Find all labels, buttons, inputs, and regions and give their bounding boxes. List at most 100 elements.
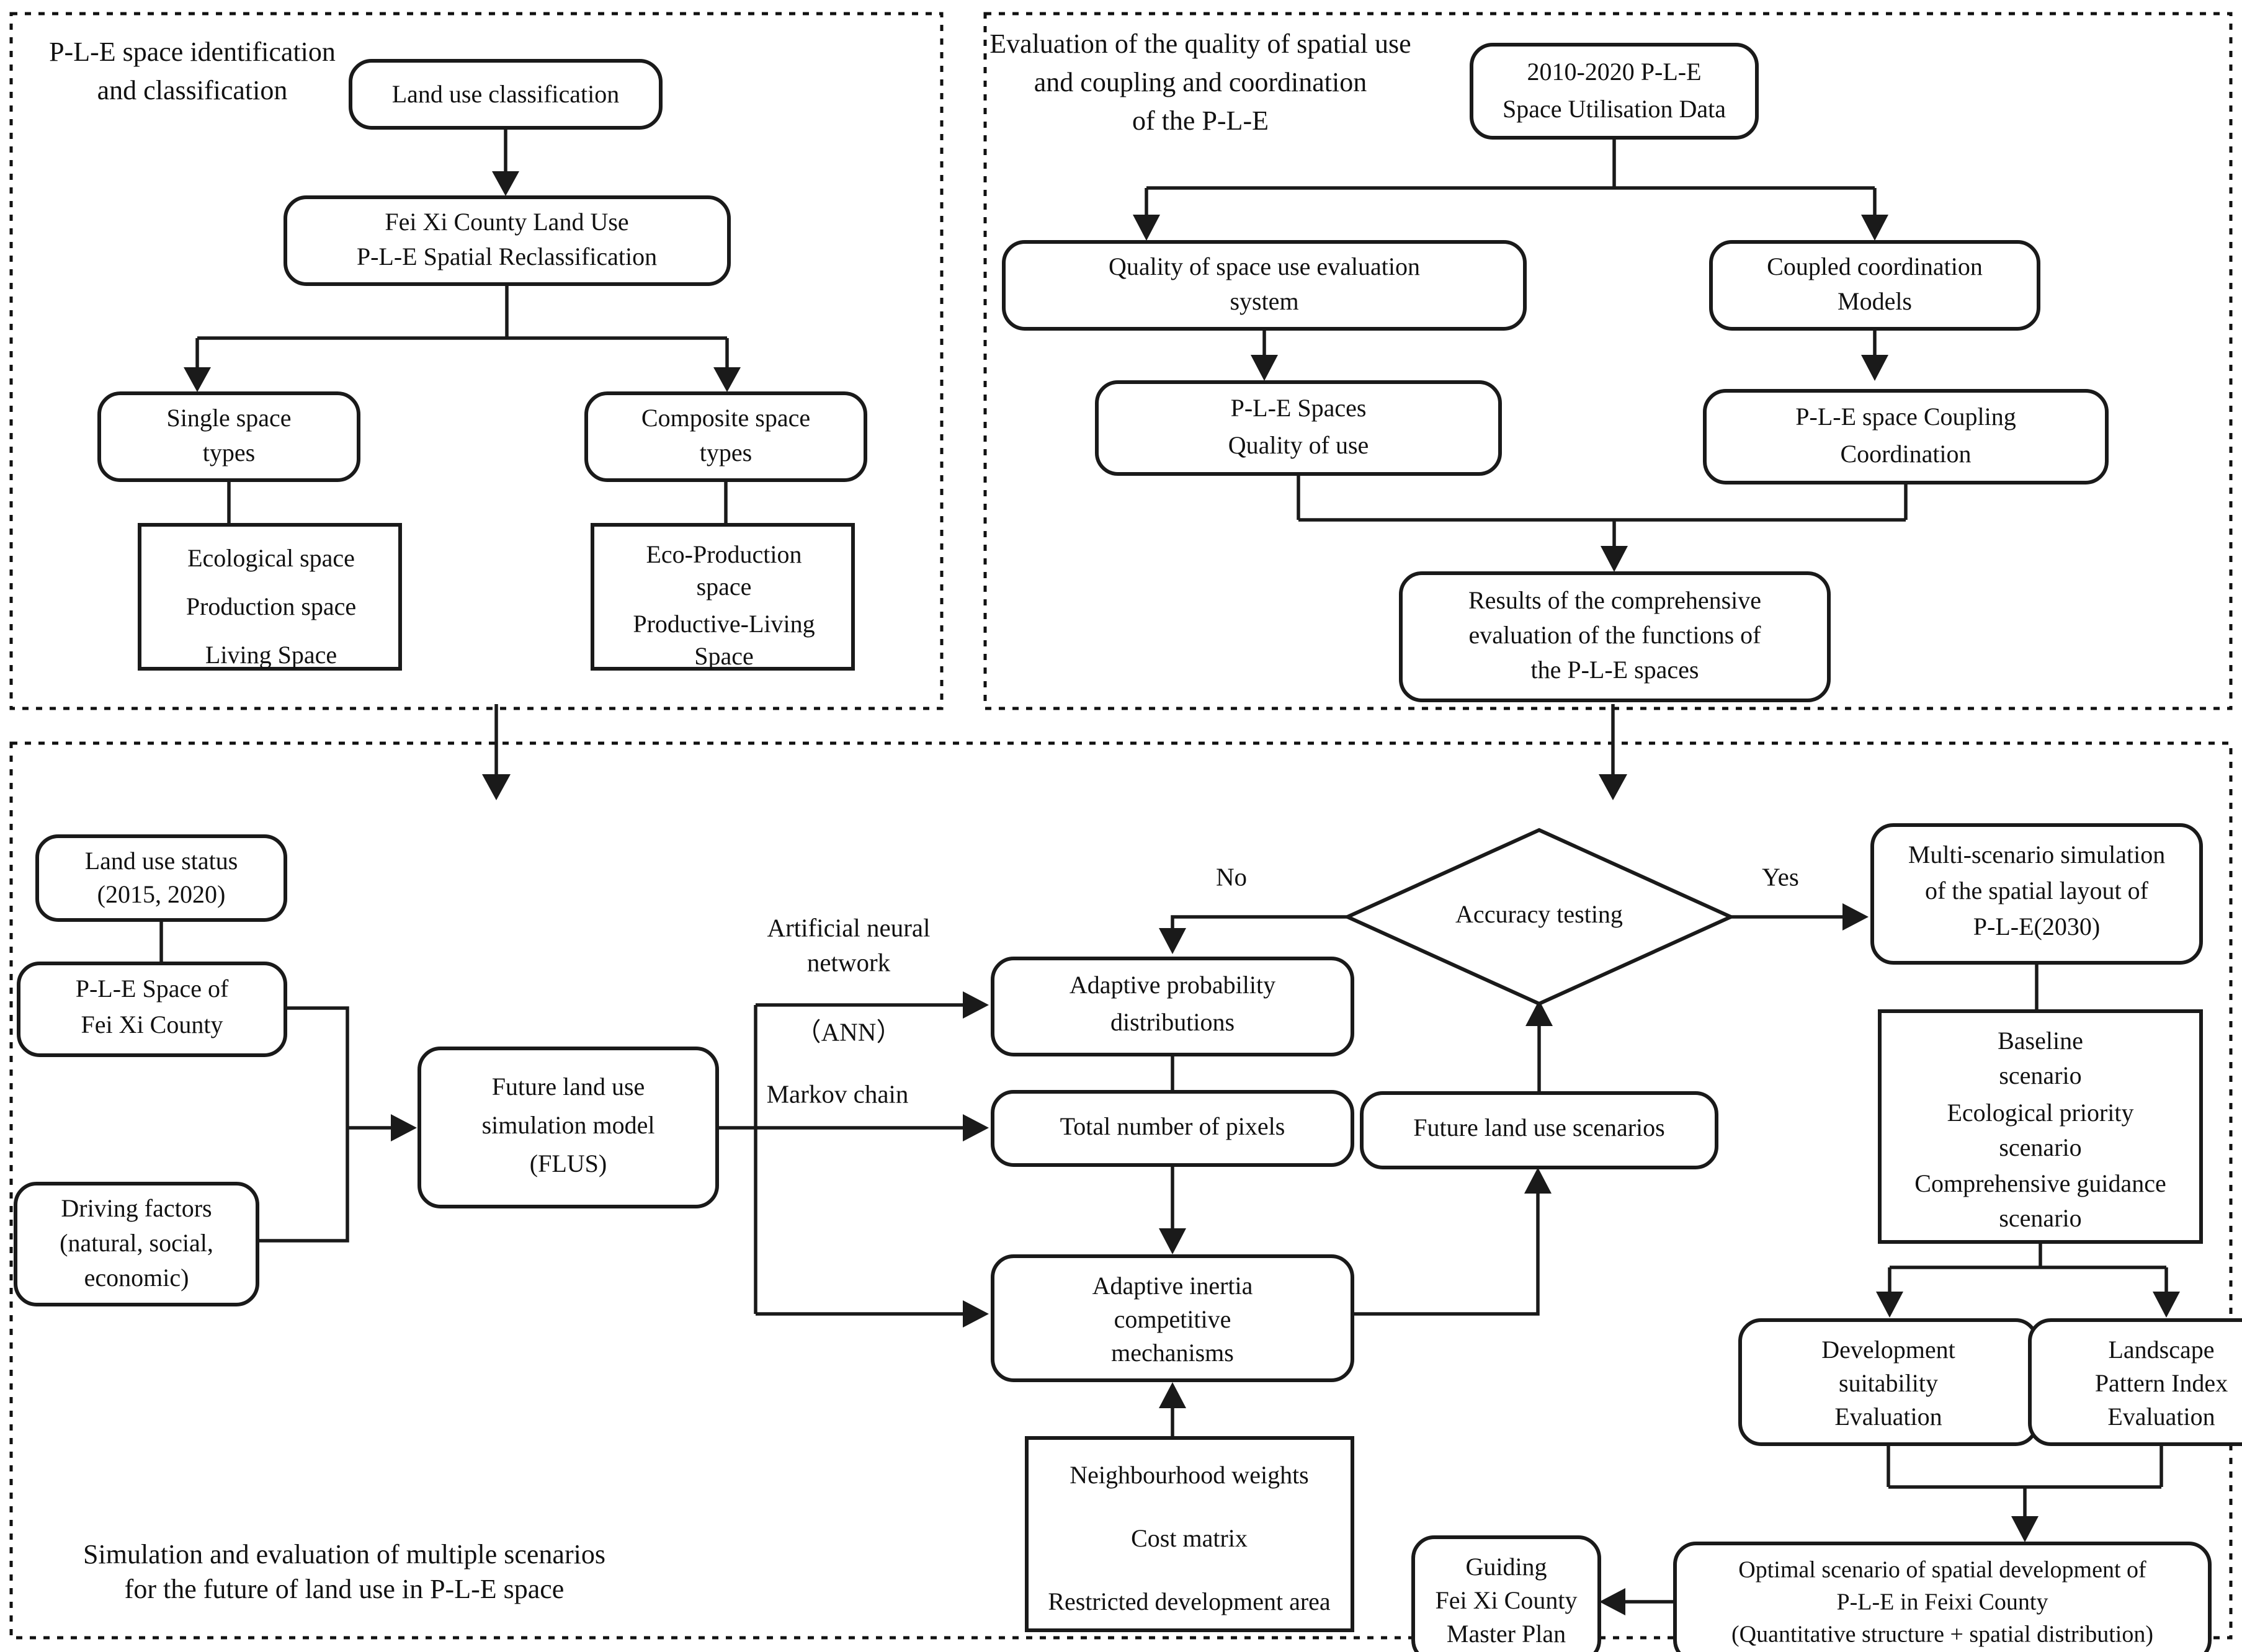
node-driving-factors-line3: economic) [84, 1264, 189, 1292]
edge-label-yes: Yes [1762, 862, 1799, 891]
edge-inputs-merge-bus [257, 1006, 349, 1243]
node-optimal-line3: (Quantitative structure + spatial distri… [1731, 1622, 2153, 1648]
arrowhead-to-optimal-scenario [2011, 1516, 2039, 1542]
node-landscape-index-line1: Landscape [2108, 1336, 2214, 1364]
node-adaptive-inertia-line2: competitive [1114, 1305, 1231, 1333]
node-driving-factors-line2: (natural, social, [60, 1229, 213, 1257]
node-single-space-types-line1: Single space [166, 404, 291, 432]
arrowhead-yes-branch [1842, 903, 1869, 931]
composite-space-item-3: Productive-Living [633, 610, 815, 638]
param-item-2: Cost matrix [1131, 1524, 1248, 1552]
node-results-line3: the P-L-E spaces [1530, 656, 1699, 684]
node-land-use-classification-label: Land use classification [392, 80, 620, 108]
node-driving-factors-line1: Driving factors [61, 1194, 212, 1222]
arrowhead-to-quality-system [1133, 215, 1160, 241]
edge-evaluations-merge-bus [1887, 1444, 2163, 1521]
node-ple-space-feixi-line1: P-L-E Space of [76, 975, 229, 1002]
edge-reclass-split-bus [195, 284, 729, 372]
scenario-item-4: scenario [1999, 1133, 2081, 1161]
node-composite-space-list[interactable] [591, 523, 855, 671]
single-space-item-3: Living Space [205, 641, 337, 669]
node-accuracy-testing-label: Accuracy testing [1455, 900, 1623, 928]
node-coupled-coordination-models-line2: Models [1838, 287, 1912, 315]
composite-space-item-2: space [697, 573, 752, 601]
node-optimal-line1: Optimal scenario of spatial development … [1738, 1557, 2146, 1583]
node-composite-space-types-line2: types [700, 439, 752, 467]
node-guiding-master-plan[interactable] [1411, 1535, 1601, 1652]
node-dev-suitability-line2: suitability [1839, 1369, 1938, 1397]
node-ple-spaces-quality-line1: P-L-E Spaces [1231, 394, 1367, 422]
arrowhead-to-development-suitability [1876, 1292, 1903, 1318]
node-accuracy-testing[interactable] [1342, 828, 1736, 1006]
node-landscape-index-line2: Pattern Index [2095, 1369, 2228, 1397]
panel-2-title-line2: and coupling and coordination [1034, 67, 1367, 97]
scenario-item-6: scenario [1999, 1204, 2081, 1232]
node-total-pixels-label: Total number of pixels [1060, 1112, 1285, 1140]
node-guiding-line3: Master Plan [1447, 1620, 1566, 1648]
node-guiding-line2: Fei Xi County [1436, 1586, 1578, 1614]
edge-label-ann-line1: Artificial neural [767, 913, 931, 942]
arrowhead-luc-to-reclass [492, 171, 519, 196]
node-comprehensive-evaluation-results[interactable] [1399, 571, 1831, 702]
panel-2-title-line1: Evaluation of the quality of spatial use [989, 29, 1411, 59]
node-land-use-status-line1: Land use status [85, 847, 238, 875]
composite-space-item-1: Eco-Production [646, 540, 802, 568]
node-single-space-types-line2: types [203, 439, 255, 467]
node-adaptive-inertia-line1: Adaptive inertia [1092, 1272, 1253, 1300]
node-space-utilisation-data-line1: 2010-2020 P-L-E [1527, 58, 1701, 86]
node-land-use-status-line2: (2015, 2020) [97, 880, 226, 908]
arrowhead-to-landscape-index [2153, 1292, 2180, 1318]
arrowhead-params-to-inertia [1159, 1382, 1186, 1408]
node-multi-scenario-line1: Multi-scenario simulation [1908, 841, 2165, 868]
composite-space-item-4: Space [694, 642, 754, 670]
edge-label-markov-chain: Markov chain [767, 1079, 909, 1108]
node-coupled-coordination-models-line1: Coupled coordination [1767, 252, 1983, 280]
node-quality-evaluation-system-line2: system [1230, 287, 1298, 315]
edge-label-no: No [1216, 862, 1247, 891]
param-item-1: Neighbourhood weights [1070, 1461, 1309, 1489]
node-composite-space-types-line1: Composite space [641, 404, 810, 432]
node-single-space-list[interactable] [138, 523, 402, 671]
node-flus-line2: simulation model [482, 1111, 655, 1139]
node-model-parameters[interactable] [1025, 1436, 1354, 1632]
node-adaptive-prob-line2: distributions [1110, 1008, 1235, 1036]
edge-label-ann-line3: （ANN） [796, 1017, 902, 1046]
node-ple-spaces-quality-line2: Quality of use [1228, 431, 1369, 459]
node-flus-line1: Future land use [492, 1073, 645, 1101]
node-flus-line3: (FLUS) [530, 1150, 607, 1177]
scenario-item-1: Baseline [1998, 1027, 2083, 1055]
arrowhead-no-branch [1159, 928, 1186, 954]
arrowhead-to-ple-coupling [1861, 355, 1888, 381]
edge-label-ann-line2: network [807, 948, 891, 976]
node-scenario-list[interactable] [1878, 1009, 2203, 1244]
node-driving-factors[interactable] [14, 1182, 259, 1306]
arrowhead-to-flus [391, 1114, 417, 1141]
arrowhead-to-coupled-models [1861, 215, 1888, 241]
edge-data-split-bus [1145, 138, 1877, 218]
node-results-line2: evaluation of the functions of [1469, 621, 1762, 649]
node-multi-scenario-line3: P-L-E(2030) [1973, 913, 2100, 940]
panel-2-title-line3: of the P-L-E [1132, 105, 1269, 136]
node-ple-coupling-line1: P-L-E space Coupling [1795, 403, 2016, 431]
edge-merge-to-results [1297, 474, 1908, 552]
arrowhead-to-composite-space [713, 367, 741, 392]
arrowhead-to-ple-quality [1251, 355, 1278, 381]
arrowhead-to-total-pixels [963, 1114, 989, 1141]
arrowhead-to-future-scenarios [1524, 1168, 1552, 1194]
scenario-item-5: Comprehensive guidance [1914, 1169, 2166, 1197]
arrowhead-panel1-to-panel3 [482, 774, 511, 800]
edge-scenarios-split-bus [1888, 1242, 2168, 1297]
node-multi-scenario-line2: of the spatial layout of [1925, 877, 2149, 904]
param-item-3: Restricted development area [1048, 1587, 1331, 1615]
node-adaptive-inertia-mechanisms[interactable] [991, 1254, 1354, 1382]
node-adaptive-inertia-line3: mechanisms [1111, 1339, 1234, 1367]
node-quality-evaluation-system-line1: Quality of space use evaluation [1109, 252, 1420, 280]
single-space-item-1: Ecological space [187, 544, 355, 572]
edge-inertia-to-future-scenarios [1352, 1190, 1540, 1316]
node-landscape-index-line3: Evaluation [2107, 1403, 2215, 1431]
scenario-item-2: scenario [1999, 1061, 2081, 1089]
arrowhead-pixels-to-inertia [1159, 1228, 1186, 1254]
edge-accuracy-no-branch [1171, 915, 1347, 931]
node-ple-coupling-line2: Coordination [1840, 440, 1971, 468]
